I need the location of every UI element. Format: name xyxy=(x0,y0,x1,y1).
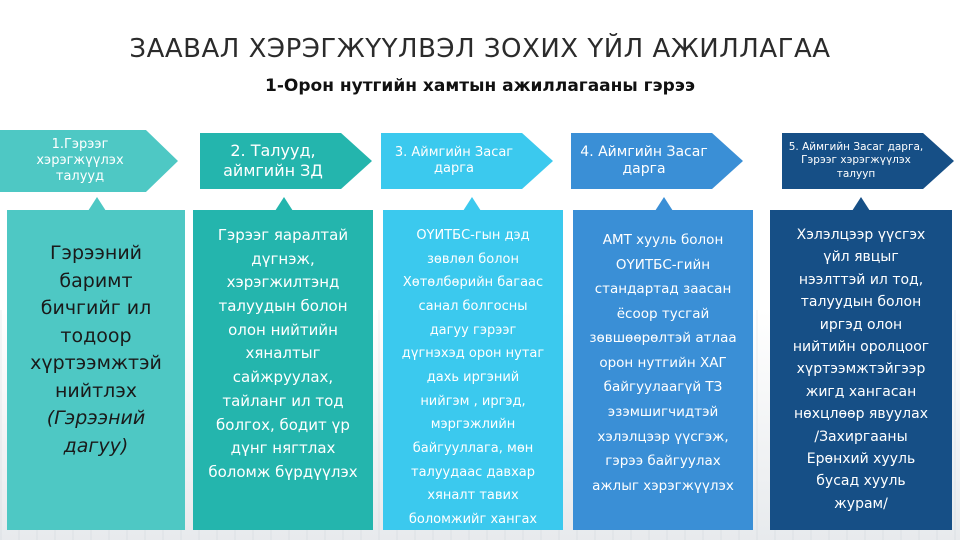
step-3-pointer xyxy=(463,197,481,211)
slide-subtitle: 1-Орон нутгийн хамтын ажиллагааны гэрээ xyxy=(265,76,695,96)
step-2-arrow: 2. Талууд, аймгийн ЗД xyxy=(200,133,372,189)
step-5-header: 5. Аймгийн Засаг дарга, Гэрээг хэрэгжүүл… xyxy=(788,141,924,180)
step-5-pointer xyxy=(852,197,870,211)
step-2-body: Гэрээг яаралтай дүгнэж, хэрэгжилтэнд тал… xyxy=(208,226,358,481)
step-1-note: (Гэрээний дагуу) xyxy=(46,407,146,457)
step-5-body: Хэлэлцээр үүсгэх үйл явцыг нээлттэй ил т… xyxy=(792,227,930,512)
step-4-arrow: 4. Аймгийн Засаг дарга xyxy=(571,133,743,189)
step-4-header: 4. Аймгийн Засаг дарга xyxy=(580,143,708,178)
step-1-pointer xyxy=(88,197,106,211)
step-2-box: Гэрээг яаралтай дүгнэж, хэрэгжилтэнд тал… xyxy=(193,210,373,530)
step-3-arrow: 3. Аймгийн Засаг дарга xyxy=(381,133,553,189)
step-1-body: Гэрээний баримт бичгийг ил тодоор хүртээ… xyxy=(30,242,162,402)
step-3-body: ОҮИТБС-гын дэд зөвлөл болон Хөтөлбөрийн … xyxy=(401,228,545,527)
step-3-header: 3. Аймгийн Засаг дарга xyxy=(394,144,514,176)
step-4-box: АМТ хууль болон ОҮИТБС-гийн стандартад з… xyxy=(573,210,753,530)
slide-title: ЗААВАЛ ХЭРЭГЖҮҮЛВЭЛ ЗОХИХ ҮЙЛ АЖИЛЛАГАА xyxy=(129,34,831,64)
step-4-body: АМТ хууль болон ОҮИТБС-гийн стандартад з… xyxy=(589,232,737,494)
step-1-arrow: 1.Гэрээг хэрэгжүүлэх талууд xyxy=(0,130,178,192)
step-5-arrow: 5. Аймгийн Засаг дарга, Гэрээг хэрэгжүүл… xyxy=(782,133,954,189)
step-2-header: 2. Талууд, аймгийн ЗД xyxy=(223,141,323,180)
step-4-pointer xyxy=(655,197,673,211)
step-1-header: 1.Гэрээг хэрэгжүүлэх талууд xyxy=(36,136,124,185)
step-2-pointer xyxy=(275,197,293,211)
step-5-box: Хэлэлцээр үүсгэх үйл явцыг нээлттэй ил т… xyxy=(770,210,952,530)
step-3-box: ОҮИТБС-гын дэд зөвлөл болон Хөтөлбөрийн … xyxy=(383,210,563,530)
step-1-box: Гэрээний баримт бичгийг ил тодоор хүртээ… xyxy=(7,210,185,530)
